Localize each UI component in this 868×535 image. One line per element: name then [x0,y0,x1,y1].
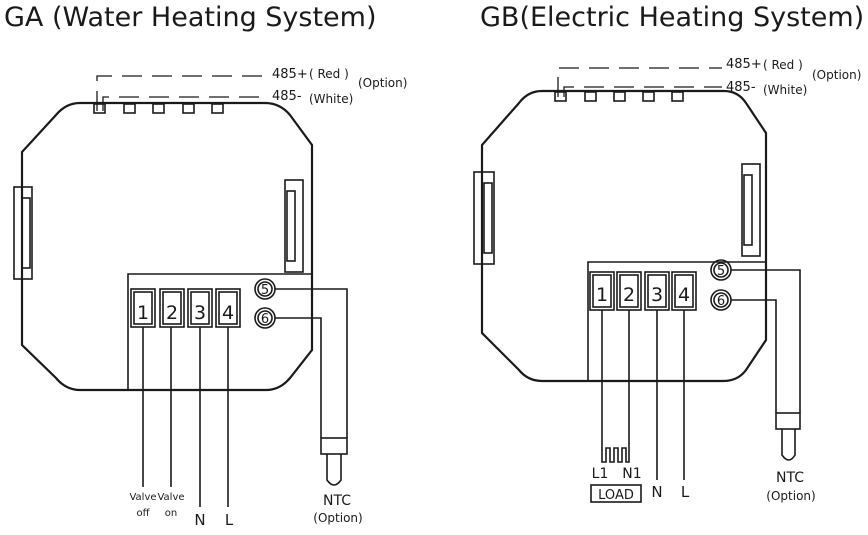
ga-terminal-block [127,273,312,390]
gb-ntc-connector [775,412,801,430]
gb-diagram: 485+ ( Red ) 485- (White) (Option) [473,57,861,503]
ga-485-plus-wire [96,75,268,111]
ga-terminal-2 [159,288,185,328]
gb-terminal-4-label: 4 [678,284,690,306]
gb-wires [601,269,801,480]
gb-neutral-label: N [651,483,662,501]
ga-top-pins [93,103,224,114]
ga-valve-off-label-1: Valve [129,492,156,503]
ga-terminal-6-label: 6 [261,312,269,327]
gb-top-pins [554,91,684,102]
ga-485-plus-label: 485+ [272,67,308,82]
gb-sensor-terminals: 5 6 [710,259,732,311]
gb-side-clips [473,163,761,265]
ga-ntc-connector [320,437,348,455]
ga-terminal-5-label: 5 [261,283,269,298]
ga-live-label: L [225,511,234,529]
ga-terminal-1-label: 1 [137,302,149,324]
gb-load-box [590,484,642,503]
gb-l1-label: L1 [592,466,609,482]
ga-485-option-label: (Option) [358,76,407,90]
gb-485-option-label: (Option) [812,68,861,82]
ga-485-minus-wire [102,96,268,111]
ga-485-minus-label: 485- [272,89,302,104]
ga-neutral-label: N [194,511,205,529]
gb-back-plate [480,89,768,383]
gb-title: GB(Electric Heating System) [480,2,865,33]
gb-load-label: LOAD [598,488,634,503]
gb-terminal-2-label: 2 [623,284,635,306]
ga-side-clips [13,179,304,280]
gb-485-plus-label: 485+ [726,57,762,72]
ga-sensor-terminals: 5 6 [254,278,276,329]
gb-ntc-label: NTC [776,470,804,486]
gb-485-plus-color: ( Red ) [763,58,803,72]
gb-ntc-option-label: (Option) [766,489,815,503]
ga-485-plus-color: ( Red ) [309,67,349,81]
ga-ntc-option-label: (Option) [313,511,362,525]
ga-valve-on-label-1: Valve [157,492,184,503]
ga-back-plate [20,101,314,392]
gb-wire-labels: L1 N1 LOAD N L NTC (Option) [590,466,816,503]
gb-485-minus-wire [563,86,722,97]
gb-rs485-leads: 485+ ( Red ) 485- (White) (Option) [557,57,861,97]
gb-terminal-5-label: 5 [717,264,725,279]
gb-terminal-block [587,261,766,381]
ga-485-minus-color: (White) [309,92,353,106]
gb-terminal-1-label: 1 [596,284,608,306]
ga-terminal-2-label: 2 [166,302,178,324]
ga-wires [142,288,348,507]
ga-terminal-3-label: 3 [194,302,206,324]
ga-wire-labels: Valve off Valve on N L NTC (Option) [129,492,362,529]
gb-485-minus-color: (White) [763,83,807,97]
gb-n1-label: N1 [622,466,641,482]
gb-live-label: L [681,483,690,501]
ga-valve-on-label-2: on [165,508,177,519]
ga-valve-off-label-2: off [136,508,150,519]
ga-ntc-probe [326,454,342,486]
gb-load-element [601,447,630,463]
ga-terminal-4-label: 4 [222,302,234,324]
gb-ntc-probe [781,429,796,461]
ga-rs485-leads: 485+ ( Red ) 485- (White) (Option) [96,67,407,111]
gb-485-plus-wire [557,67,722,97]
gb-terminal-3-label: 3 [651,284,663,306]
ga-ntc-label: NTC [323,493,351,509]
gb-terminal-6-label: 6 [717,294,725,309]
gb-485-minus-label: 485- [726,80,756,95]
ga-diagram: 485+ ( Red ) 485- (White) (Option) [13,67,407,529]
ga-terminals: 1 2 3 4 [130,288,241,328]
ga-title: GA (Water Heating System) [4,2,377,33]
gb-terminals: 1 2 3 4 [589,271,697,311]
